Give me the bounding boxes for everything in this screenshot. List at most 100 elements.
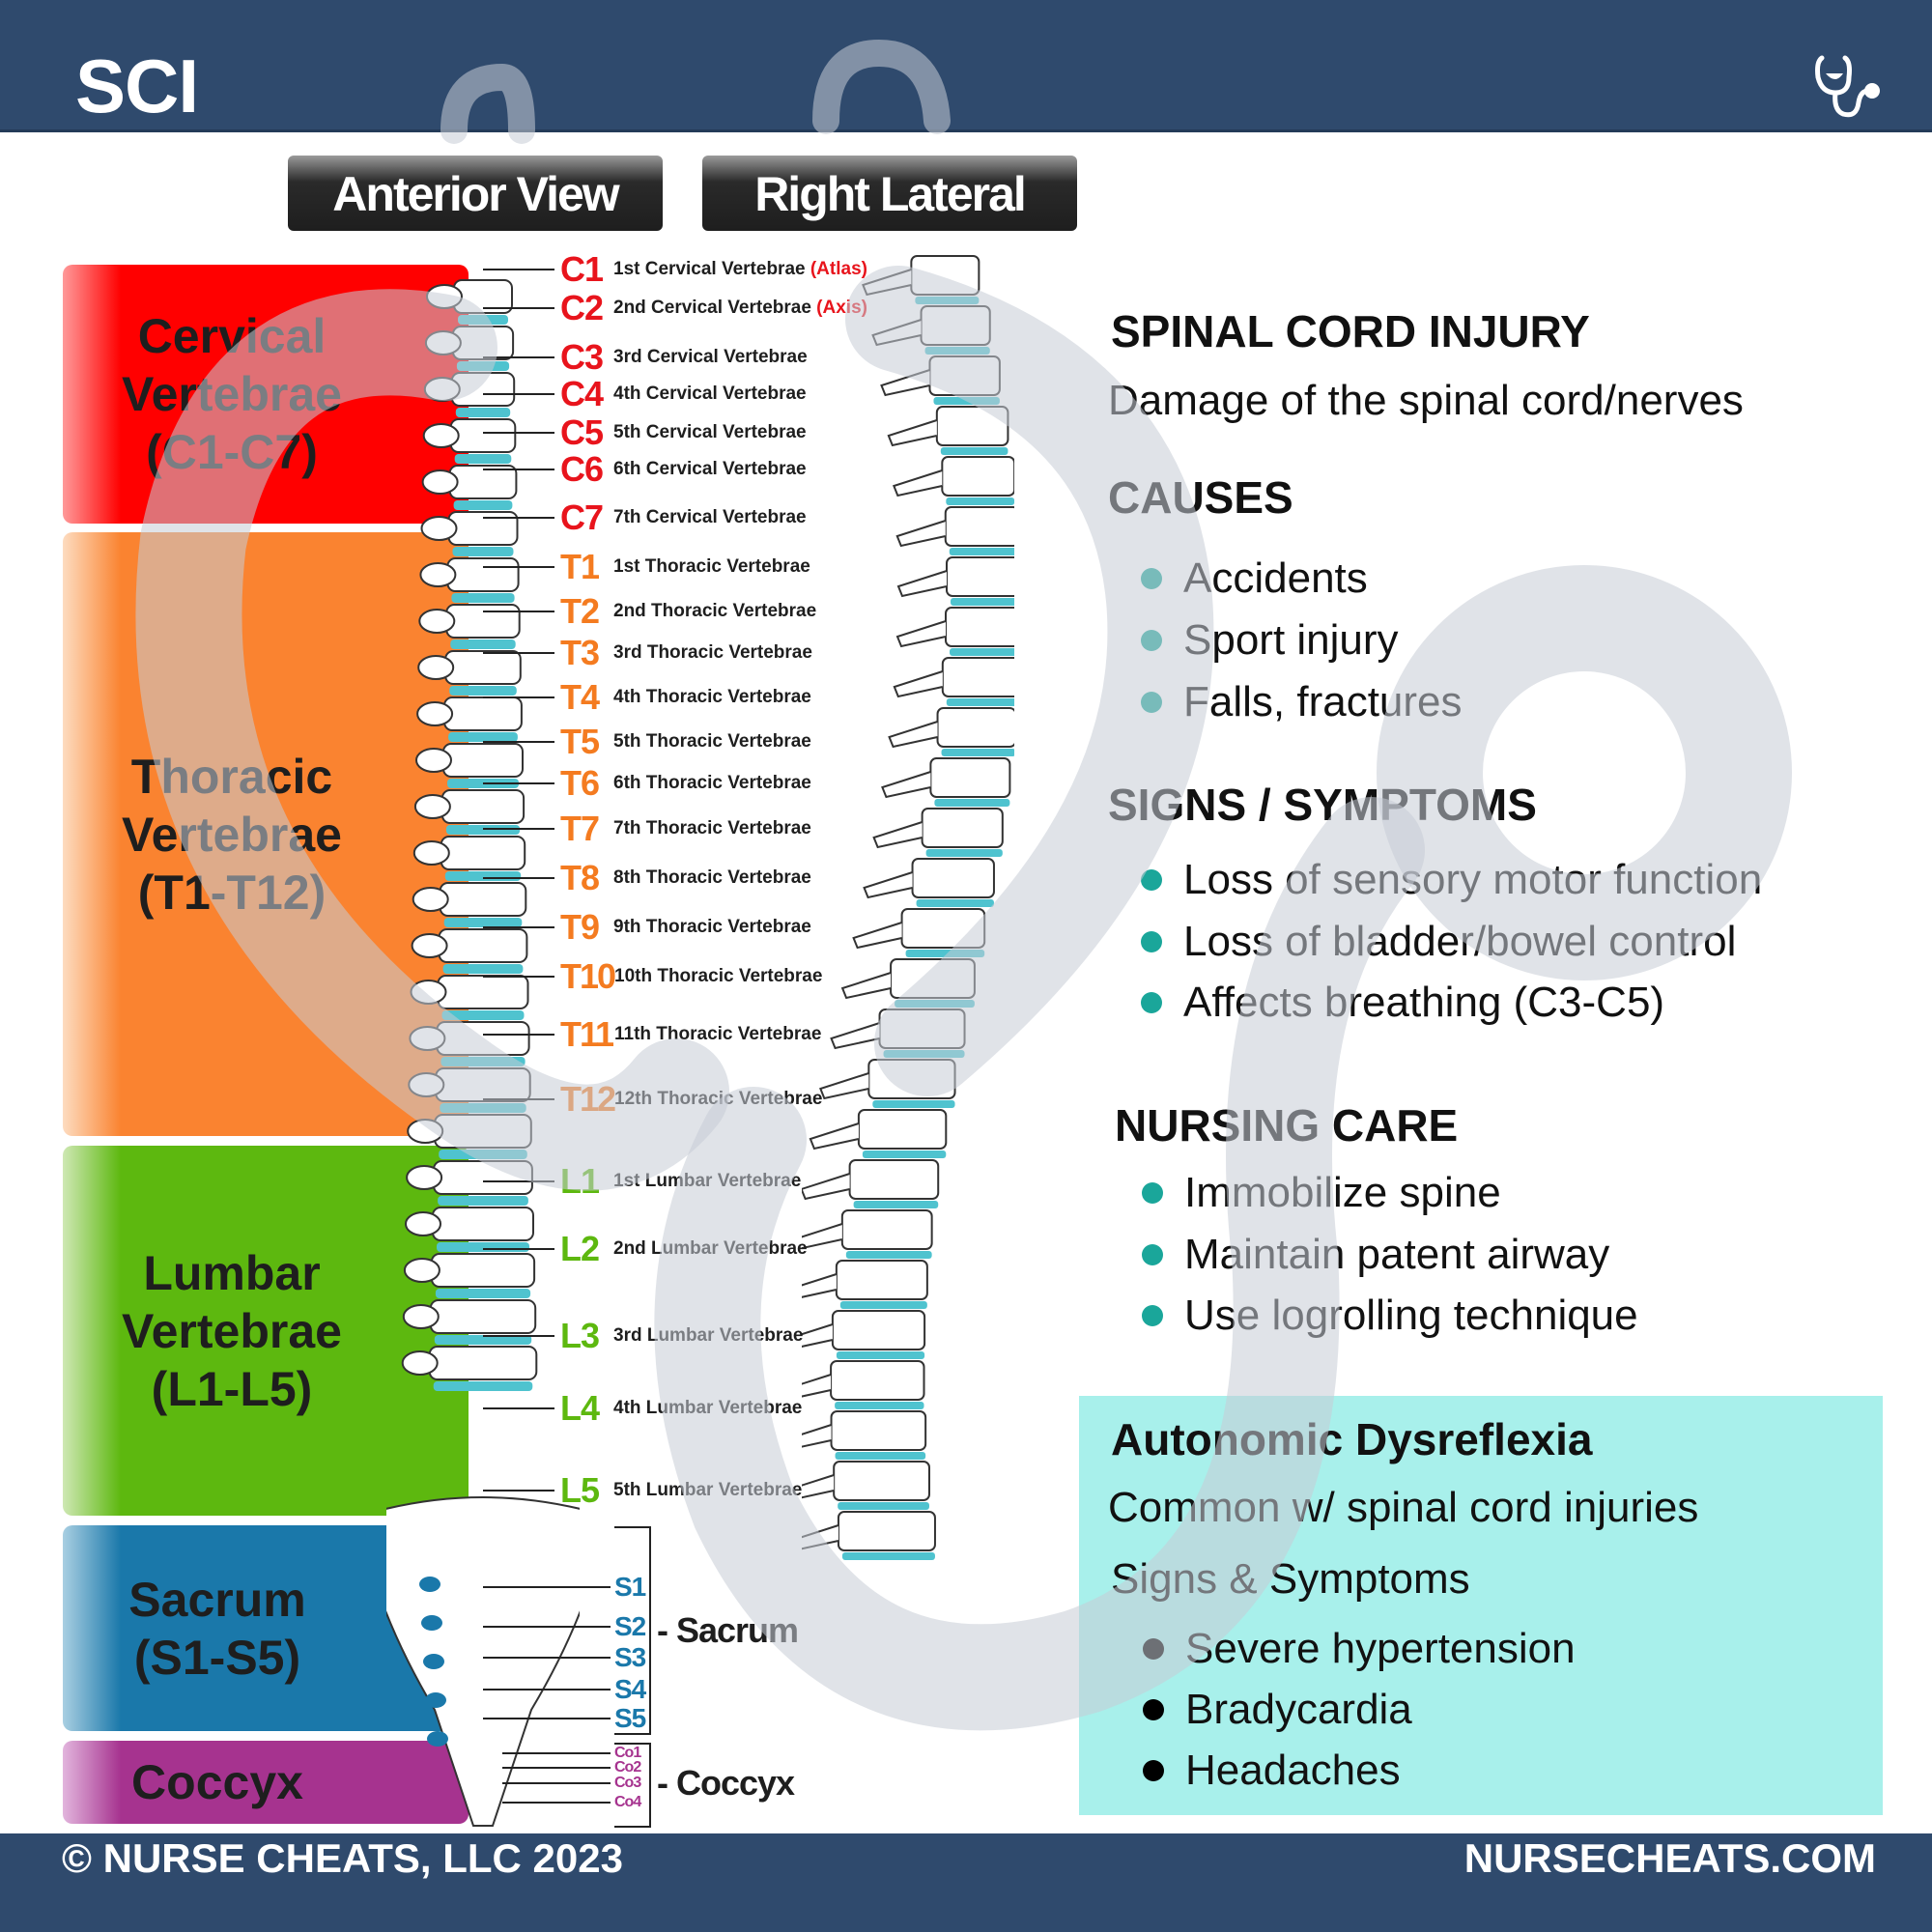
region-label-line: (S1-S5): [133, 1630, 301, 1685]
spinous-process: [802, 1474, 835, 1499]
anterior-spine-illustration: [386, 279, 580, 1827]
bullet-icon: [1141, 630, 1162, 651]
vertebra-body: [945, 607, 1014, 647]
intervertebral-disc: [862, 1151, 947, 1158]
leader-line: [483, 432, 554, 434]
leader-line: [483, 1098, 554, 1100]
leader-line: [483, 1490, 554, 1492]
vertebra-body: [449, 418, 517, 453]
region-label-line: Vertebrae: [122, 1303, 342, 1358]
vertebra-body: [929, 757, 1011, 798]
intervertebral-disc: [445, 825, 521, 835]
vertebra-description: 9th Thoracic Vertebrae: [613, 917, 811, 937]
leader-line: [483, 1180, 554, 1182]
leader-line: [483, 877, 554, 879]
leader-line: [483, 1689, 611, 1690]
spinous-process: [887, 419, 938, 447]
spinous-process: [830, 1022, 880, 1050]
intervertebral-disc: [940, 447, 1009, 455]
region-label-line: (C1-C7): [146, 425, 318, 479]
vertebra-description: 5th Lumbar Vertebrae: [613, 1480, 803, 1500]
intervertebral-disc: [915, 297, 980, 304]
website-link[interactable]: NURSECHEATS.COM: [1463, 1835, 1876, 1881]
intervertebral-disc: [905, 950, 985, 957]
intervertebral-disc: [839, 1301, 927, 1309]
leader-line: [483, 782, 554, 784]
leader-line: [483, 741, 554, 743]
vertebra-body: [433, 1160, 533, 1195]
vertebra-code: C2: [560, 288, 604, 327]
sign-item: Loss of sensory motor function: [1141, 856, 1762, 904]
leader-line: [483, 696, 554, 698]
vertebra-description: 2nd Thoracic Vertebrae: [613, 601, 817, 621]
transverse-process: [408, 1072, 445, 1097]
intervertebral-disc: [440, 1057, 526, 1066]
vertebra-body: [436, 1021, 530, 1056]
vertebra-body: [831, 1310, 926, 1350]
transverse-process: [423, 377, 461, 402]
vertebra-code: T2: [560, 591, 600, 631]
intervertebral-disc: [933, 397, 1000, 405]
intervertebral-disc: [836, 1351, 925, 1359]
ad-title: Autonomic Dysreflexia: [1111, 1414, 1593, 1464]
nursing-heading: NURSING CARE: [1115, 1100, 1459, 1151]
spinous-process: [852, 922, 902, 950]
leader-line: [502, 1802, 611, 1804]
vertebra-body: [440, 836, 526, 870]
nursing-item: Immobilize spine: [1142, 1169, 1501, 1217]
vertebra-description: 2nd Lumbar Vertebrae: [613, 1238, 808, 1259]
spinous-process: [880, 369, 930, 397]
vertebra-code: T8: [560, 858, 600, 897]
transverse-process: [403, 1258, 440, 1283]
vertebra-description: 7th Cervical Vertebrae: [613, 507, 807, 527]
vertebra-code: T12: [560, 1079, 616, 1119]
leader-line: [502, 1752, 611, 1754]
region-label-line: Vertebrae: [122, 807, 342, 862]
bullet-icon: [1143, 1760, 1164, 1781]
sacrum-bracket: [614, 1526, 651, 1735]
intervertebral-disc: [853, 1201, 939, 1208]
transverse-process: [412, 887, 449, 912]
spinous-process: [802, 1524, 839, 1550]
region-label-line: (T1-T12): [137, 865, 327, 920]
vertebra-code: T1: [560, 547, 600, 586]
vertebra-body: [900, 908, 986, 949]
transverse-process: [413, 794, 451, 819]
vertebra-body: [936, 707, 1014, 748]
vertebra-body: [867, 1059, 956, 1099]
vertebra-description: 4th Thoracic Vertebrae: [613, 687, 811, 707]
leader-line: [483, 356, 554, 358]
transverse-process: [412, 840, 450, 866]
vertebra-code: Co4: [614, 1794, 641, 1810]
sacral-foramen: [427, 1731, 448, 1747]
leader-line: [483, 307, 554, 309]
vertebra-code: Co3: [614, 1775, 641, 1791]
spinous-process: [896, 570, 948, 598]
vertebra-body: [448, 465, 518, 499]
intervertebral-disc: [845, 1251, 932, 1259]
leader-line: [483, 652, 554, 654]
vertebra-description: 6th Thoracic Vertebrae: [613, 773, 811, 793]
vertebra-description: 12th Thoracic Vertebrae: [614, 1089, 823, 1109]
ad-item: Severe hypertension: [1143, 1625, 1576, 1673]
vertebra-code: Co2: [614, 1759, 641, 1776]
leader-line: [483, 1626, 611, 1628]
vertebra-description: 10th Thoracic Vertebrae: [614, 966, 823, 986]
intervertebral-disc: [934, 799, 1010, 807]
intervertebral-disc: [449, 686, 517, 696]
vertebra-code: S5: [614, 1703, 646, 1733]
intervertebral-disc: [453, 500, 513, 510]
vertebra-body: [910, 255, 980, 296]
vertebra-code: C5: [560, 412, 604, 452]
intervertebral-disc: [949, 548, 1014, 555]
leader-line: [483, 1718, 611, 1719]
cause-item: Falls, fractures: [1141, 678, 1463, 726]
vertebra-body: [935, 406, 1009, 446]
coccyx-bracket: [614, 1743, 651, 1828]
transverse-process: [411, 933, 448, 958]
spinous-process: [895, 520, 947, 548]
vertebra-body: [440, 789, 526, 824]
spinous-process: [819, 1072, 869, 1100]
spinous-process: [872, 821, 923, 849]
